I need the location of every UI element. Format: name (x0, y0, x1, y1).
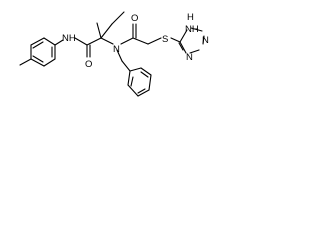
s-triazole-bond (170, 37, 181, 43)
ring-bond (129, 67, 142, 72)
ring-bond (30, 58, 45, 67)
ring-bond (179, 29, 188, 43)
ring-double-bond (137, 88, 146, 94)
acyl-ch2-bond (132, 37, 149, 45)
aryl-nh-bond (54, 39, 64, 46)
amide-nitrogen-label: N (113, 44, 120, 55)
methyl-bond (96, 22, 102, 39)
atom-labels: NH O N O S NH H N N (62, 12, 209, 70)
triazole-nitrogen-label: N (202, 35, 209, 46)
ring-double-bond (32, 55, 44, 63)
ring-bond (30, 37, 45, 46)
nh-carbonyl-bond (74, 37, 88, 46)
ring-bond (127, 84, 139, 97)
acyl-oxygen-label: O (131, 13, 138, 24)
ring-double-bond (178, 42, 184, 51)
ring-bond (190, 27, 203, 32)
benzyl-ring (121, 60, 152, 97)
methyl-bond (19, 58, 32, 66)
ring-bond (189, 49, 200, 54)
structure-svg: NH O N O S NH H N N (19, 11, 209, 97)
triazole-nh-label: NH (185, 24, 199, 35)
molecule-diagram: NH O N O S NH H N N (0, 0, 224, 110)
ring-bond (43, 37, 56, 46)
ring-double-bond (32, 41, 44, 49)
n-benzyl-bond (116, 49, 123, 62)
ethyl-bond (111, 11, 125, 25)
ring-double-bond (140, 71, 149, 78)
triazole-nitrogen-label: N (186, 52, 193, 63)
ring-bond (127, 70, 131, 86)
ring-bond (43, 58, 56, 67)
carbonyl-quaternary-bond (86, 37, 102, 46)
ch2-s-bond (147, 37, 162, 45)
p-tolyl-ring (19, 37, 56, 67)
amide-oxygen-label: O (85, 59, 92, 70)
amide-nh-label: NH (62, 33, 76, 44)
triazole-h-label: H (187, 12, 194, 23)
ring-bond (140, 67, 152, 76)
ring-bond (121, 60, 131, 72)
ethyl-bond (100, 23, 113, 39)
n-acyl-bond (120, 37, 134, 45)
sulfur-label: S (162, 34, 168, 45)
ring-bond (137, 89, 150, 97)
ring-bond (148, 74, 152, 91)
ring-double-bond (130, 76, 134, 87)
ring-bond (202, 35, 205, 45)
triazole-ring (178, 27, 205, 54)
ring-bond (179, 41, 187, 54)
quaternary-n-bond (100, 37, 114, 45)
